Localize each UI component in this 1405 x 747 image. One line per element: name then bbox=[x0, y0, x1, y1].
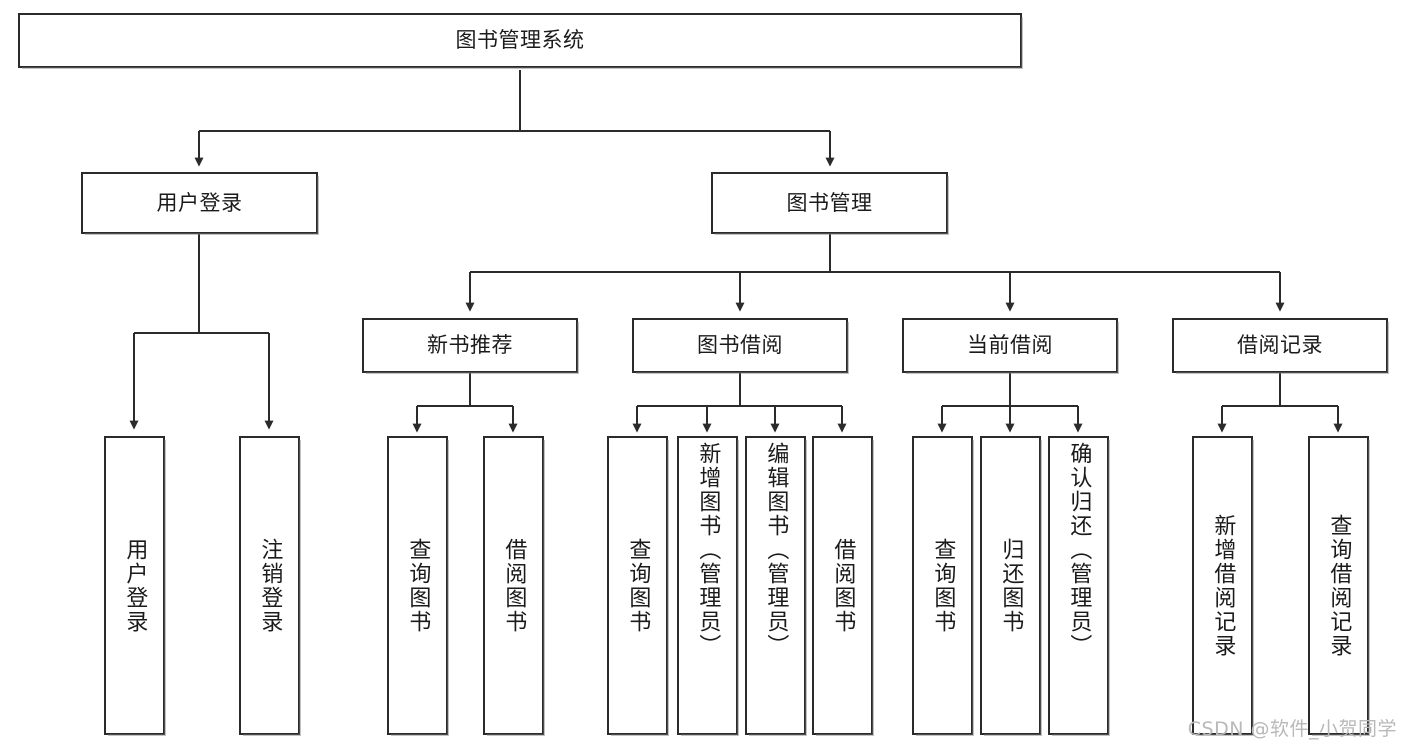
leaf-borrow-edit-book-admin-label: 编辑图书（管理员） bbox=[763, 442, 789, 658]
leaf-borrow-query-books-label: 查询图书 bbox=[625, 537, 651, 634]
leaf-newbook-borrow-books-label: 借阅图书 bbox=[501, 537, 527, 634]
node-new-book-recommend[interactable]: 新书推荐 bbox=[362, 318, 579, 374]
node-book-borrow[interactable]: 图书借阅 bbox=[632, 318, 849, 374]
node-new-book-recommend-label: 新书推荐 bbox=[427, 333, 513, 358]
watermark-text: CSDN @软件_小贺同学 bbox=[1187, 718, 1397, 740]
leaf-current-return-books-label: 归还图书 bbox=[998, 537, 1024, 634]
leaf-user-login[interactable]: 用户登录 bbox=[104, 436, 166, 736]
leaf-records-query-record-label: 查询借阅记录 bbox=[1326, 513, 1352, 658]
node-borrow-records[interactable]: 借阅记录 bbox=[1172, 318, 1389, 374]
leaf-current-query-books[interactable]: 查询图书 bbox=[912, 436, 974, 736]
leaf-borrow-borrow-books[interactable]: 借阅图书 bbox=[812, 436, 874, 736]
node-user-login-label: 用户登录 bbox=[156, 190, 243, 215]
leaf-user-login-label: 用户登录 bbox=[122, 537, 148, 634]
leaf-current-confirm-return-admin-label: 确认归还（管理员） bbox=[1066, 442, 1092, 658]
leaf-newbook-query-books[interactable]: 查询图书 bbox=[387, 436, 449, 736]
node-book-borrow-label: 图书借阅 bbox=[697, 333, 783, 358]
leaf-borrow-edit-book-admin[interactable]: 编辑图书（管理员） bbox=[745, 436, 807, 736]
node-root-label: 图书管理系统 bbox=[455, 28, 585, 53]
leaf-newbook-borrow-books[interactable]: 借阅图书 bbox=[483, 436, 545, 736]
node-current-borrow[interactable]: 当前借阅 bbox=[902, 318, 1119, 374]
leaf-borrow-query-books[interactable]: 查询图书 bbox=[607, 436, 669, 736]
node-book-management-label: 图书管理 bbox=[786, 190, 873, 215]
node-root[interactable]: 图书管理系统 bbox=[18, 13, 1023, 69]
leaf-records-add-record-label: 新增借阅记录 bbox=[1210, 513, 1236, 658]
leaf-borrow-borrow-books-label: 借阅图书 bbox=[830, 537, 856, 634]
leaf-logout[interactable]: 注销登录 bbox=[239, 436, 301, 736]
node-user-login[interactable]: 用户登录 bbox=[81, 172, 319, 235]
leaf-borrow-add-book-admin-label: 新增图书（管理员） bbox=[695, 442, 721, 658]
leaf-borrow-add-book-admin[interactable]: 新增图书（管理员） bbox=[677, 436, 739, 736]
leaf-current-return-books[interactable]: 归还图书 bbox=[980, 436, 1042, 736]
leaf-records-query-record[interactable]: 查询借阅记录 bbox=[1308, 436, 1370, 736]
node-borrow-records-label: 借阅记录 bbox=[1237, 333, 1323, 358]
leaf-logout-label: 注销登录 bbox=[257, 537, 283, 634]
leaf-current-confirm-return-admin[interactable]: 确认归还（管理员） bbox=[1048, 436, 1110, 736]
leaf-current-query-books-label: 查询图书 bbox=[930, 537, 956, 634]
node-book-management[interactable]: 图书管理 bbox=[711, 172, 949, 235]
node-current-borrow-label: 当前借阅 bbox=[967, 333, 1053, 358]
leaf-newbook-query-books-label: 查询图书 bbox=[405, 537, 431, 634]
leaf-records-add-record[interactable]: 新增借阅记录 bbox=[1192, 436, 1254, 736]
